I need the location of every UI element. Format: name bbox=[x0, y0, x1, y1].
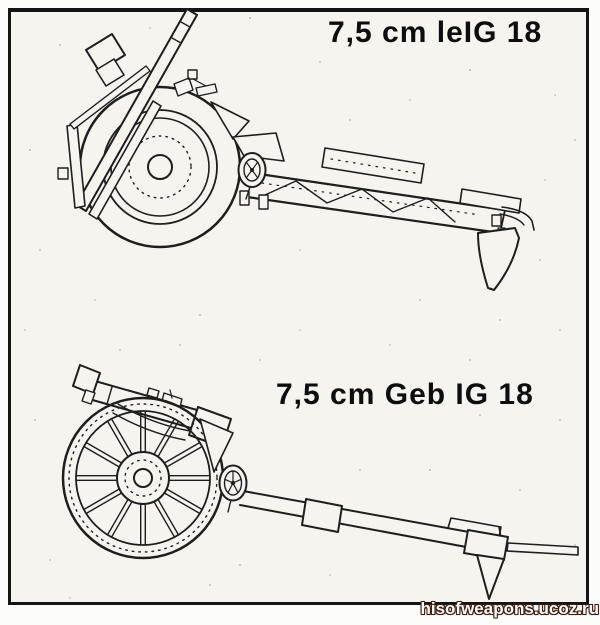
leig18-caption: 7,5 cm leIG 18 bbox=[328, 16, 543, 49]
leig18-sight-bracket bbox=[173, 69, 218, 97]
gebig18-trail-spade bbox=[476, 554, 505, 600]
leig18-drawing bbox=[57, 8, 535, 291]
gebig18-tubular-trail bbox=[239, 490, 579, 561]
leig18-trail-spade bbox=[477, 227, 520, 291]
gebig18-spoked-wheel bbox=[61, 396, 225, 560]
gebig18-carriage-body bbox=[199, 418, 234, 473]
watermark-url-text: hisofweapons.ucoz.ru bbox=[420, 599, 599, 618]
paper-speckle-texture bbox=[24, 17, 576, 599]
gebig18-caption: 7,5 cm Geb IG 18 bbox=[276, 378, 534, 411]
leig18-truss-trail bbox=[239, 147, 535, 236]
leig18-folded-shield-stay bbox=[57, 65, 151, 209]
gebig18-drawing bbox=[61, 364, 579, 600]
leig18-elevation-handwheel bbox=[237, 152, 267, 200]
leig18-barrel-elevated bbox=[75, 8, 198, 220]
gebig18-elevation-handwheel bbox=[218, 464, 248, 513]
leig18-carriage-body bbox=[210, 101, 285, 162]
